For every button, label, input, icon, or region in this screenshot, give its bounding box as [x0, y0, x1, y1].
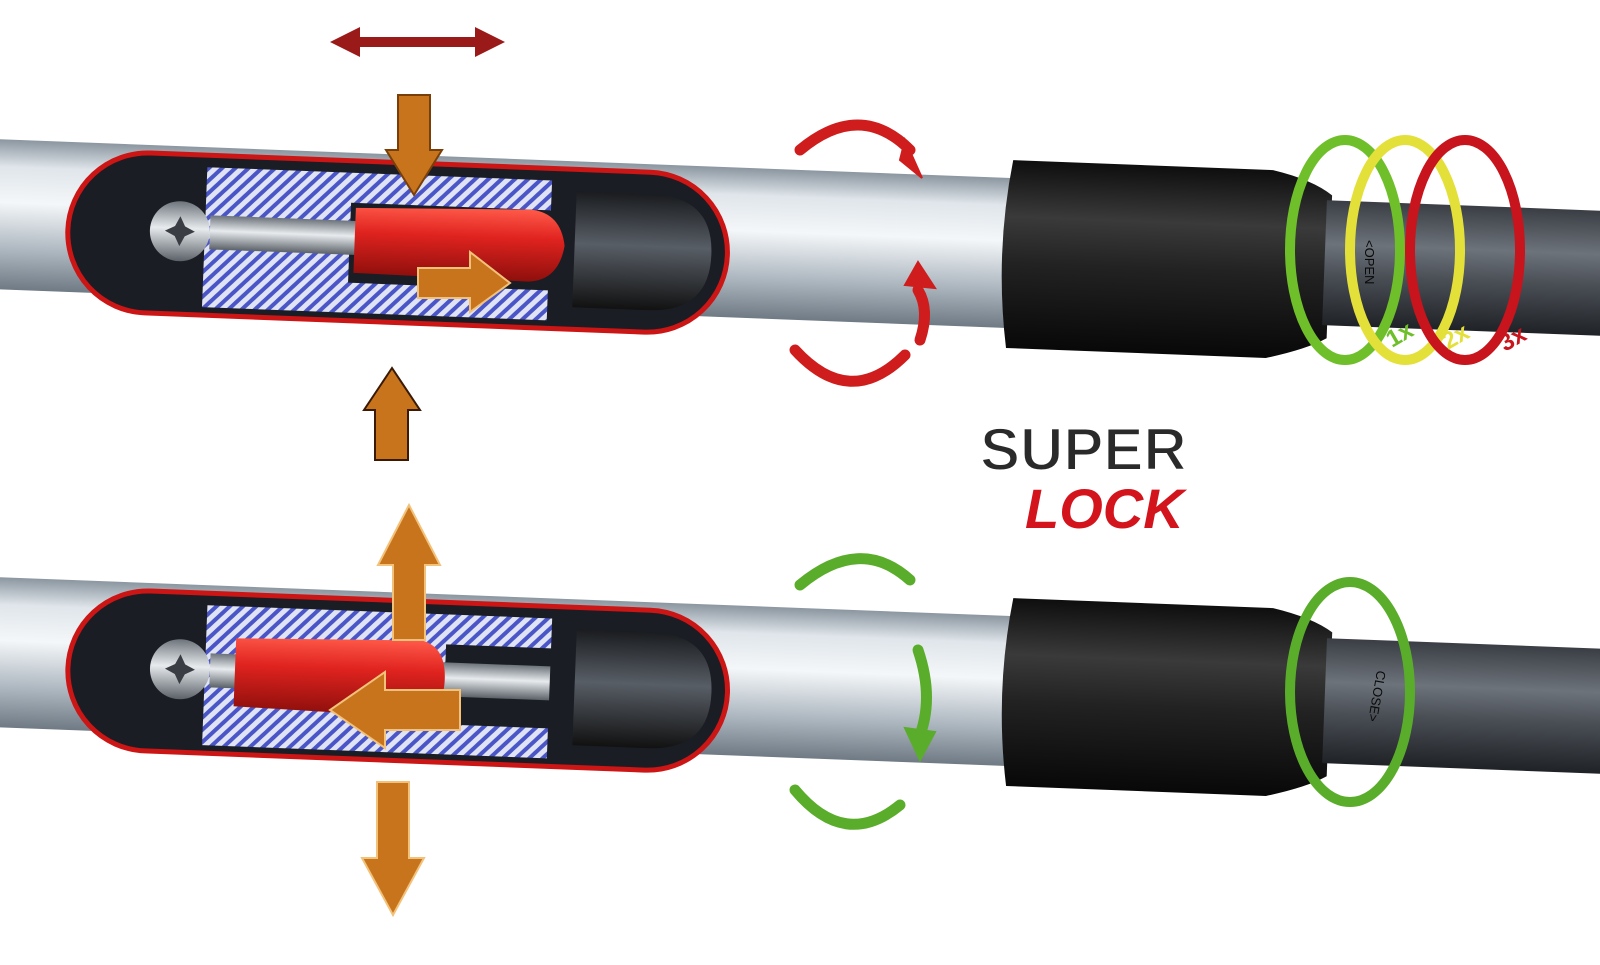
inner-tube [1322, 638, 1600, 775]
rotate-arrow-top-icon [789, 119, 937, 387]
end-plug [572, 191, 712, 311]
rotate-arrow-bottom-icon [789, 553, 937, 830]
red-expander [353, 207, 565, 282]
grip-sleeve [1001, 598, 1333, 796]
grip-sleeve [1001, 160, 1333, 358]
pull-left-arrow-icon [328, 670, 461, 750]
screw-thread [209, 215, 391, 257]
collar-turn-arrows-top [1285, 135, 1525, 365]
rod-top-open [0, 138, 1600, 358]
superlock-logo: SUPER LOCK [979, 415, 1188, 540]
torx-slot [164, 216, 195, 247]
push-right-arrow-icon [417, 249, 512, 314]
collar-label-open: <OPEN [1362, 240, 1377, 284]
slide-double-arrow-icon [330, 27, 505, 57]
inner-sleeve-hatched [201, 167, 553, 321]
up-force-arrow-icon [362, 366, 422, 461]
down-force-arrow-icon [384, 94, 444, 197]
logo-word-lock: LOCK [1025, 477, 1187, 540]
end-plug [572, 629, 712, 749]
expand-up-arrow-icon [376, 502, 442, 641]
torx-slot [164, 654, 195, 685]
expand-down-arrow-icon [360, 781, 426, 918]
collar-turn-arrow-bottom [1285, 577, 1415, 807]
logo-word-super: SUPER [980, 416, 1187, 483]
rod-bottom-close [0, 576, 1600, 796]
